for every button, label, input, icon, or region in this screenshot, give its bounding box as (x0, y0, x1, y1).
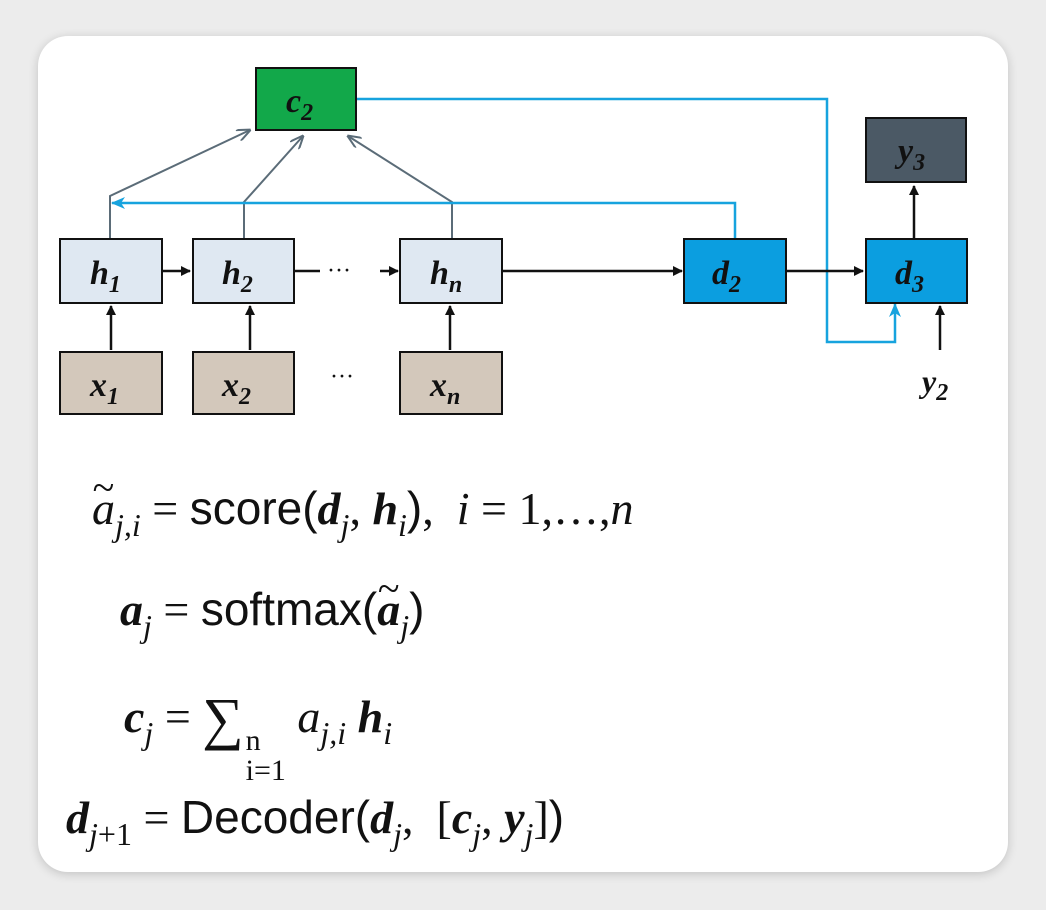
node-xn: xn (399, 351, 503, 415)
svg-text:d3: d3 (895, 255, 924, 298)
svg-text:xn: xn (429, 367, 460, 410)
svg-text:hn: hn (430, 255, 462, 298)
node-hn: hn (399, 238, 503, 304)
svg-text:y2: y2 (918, 363, 948, 406)
ellipsis-inputs: ··· (330, 364, 354, 390)
node-x1: x1 (59, 351, 163, 415)
svg-text:h1: h1 (90, 255, 121, 298)
node-h2: h2 (192, 238, 295, 304)
svg-text:h2: h2 (222, 255, 253, 298)
ellipsis-hidden: ··· (327, 258, 351, 284)
sequence-arrows (106, 185, 945, 350)
attention-arrows (109, 130, 453, 238)
context-to-decoder-line (356, 97, 901, 344)
node-y3: y3 (865, 117, 967, 183)
svg-text:c2: c2 (286, 83, 313, 126)
svg-text:x1: x1 (89, 367, 119, 410)
node-d3: d3 (865, 238, 968, 304)
svg-text:y3: y3 (894, 133, 925, 176)
svg-text:x2: x2 (221, 367, 251, 410)
figure-card (38, 36, 1008, 872)
decoder-to-encoder-line (111, 197, 737, 238)
equation-decoder: dj+1 = Decoder(dj, [cj, yj]) (66, 791, 565, 852)
node-h1: h1 (59, 238, 163, 304)
node-d2: d2 (683, 238, 787, 304)
equation-score: aj,i = score(dj, hi), i = 1,…,n (92, 485, 633, 541)
node-x2: x2 (192, 351, 295, 415)
label-y2: y2 (918, 363, 948, 406)
node-c2: c2 (255, 67, 357, 131)
svg-text:d2: d2 (712, 255, 741, 298)
equation-softmax: aj = softmax(aj) (120, 586, 424, 642)
